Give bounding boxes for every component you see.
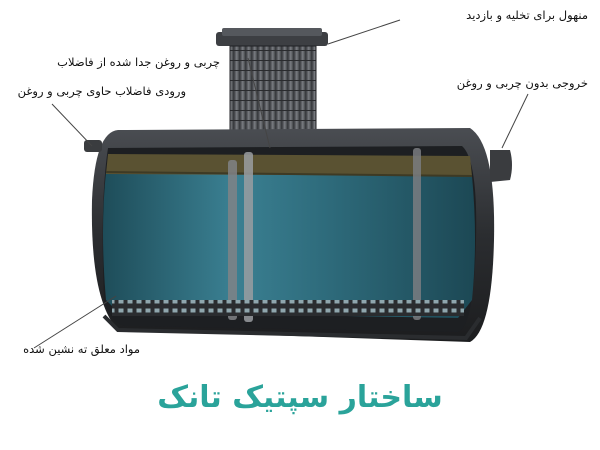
- grease-layer: [106, 154, 472, 176]
- sludge-label: مواد معلق ته نشین شده: [23, 342, 140, 356]
- baffle-walls: [228, 148, 421, 322]
- perforated-floor: [112, 300, 464, 316]
- inlet-label: ورودی فاضلاب حاوی چربی و روغن: [17, 84, 186, 98]
- outlet-label: خروجی بدون چربی و روغن: [456, 76, 588, 90]
- separated-grease-label: چربی و روغن جدا شده از فاضلاب: [57, 55, 220, 69]
- outlet-pipe: [490, 150, 512, 182]
- inlet-pipe: [84, 140, 102, 152]
- water-body: [103, 172, 475, 318]
- manhole-riser: [216, 28, 328, 137]
- leader-lines: [33, 19, 529, 349]
- manhole-label: منهول برای تخلیه و بازدید: [466, 8, 588, 22]
- page-title: ساختار سپتیک تانک: [157, 380, 443, 415]
